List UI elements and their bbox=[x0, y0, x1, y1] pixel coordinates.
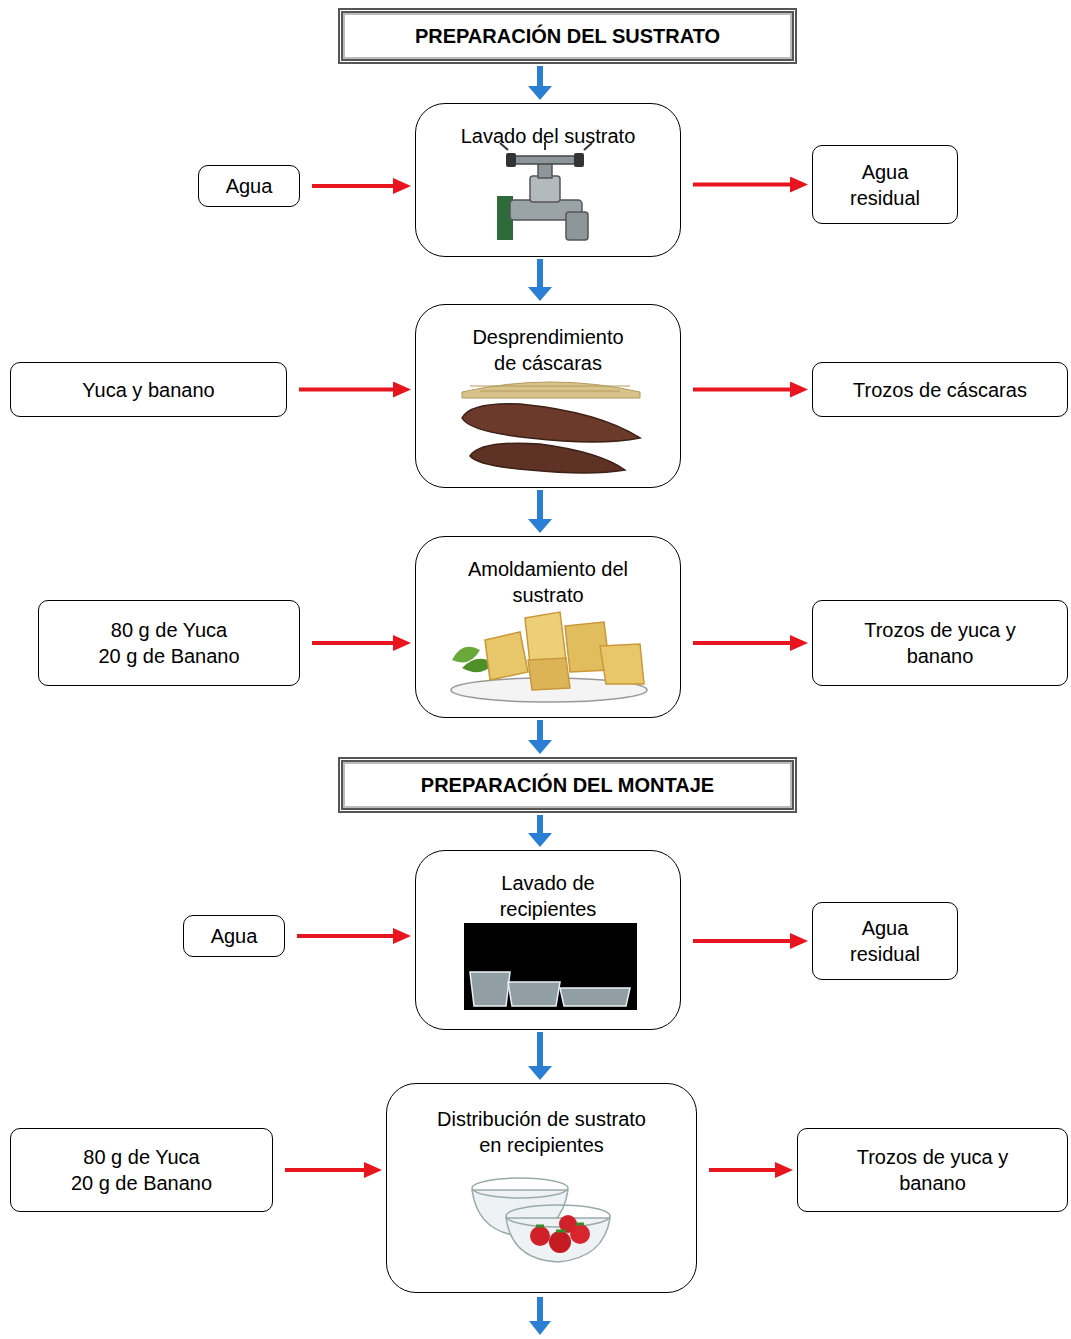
box-label: Lavado del sustrato bbox=[461, 123, 636, 149]
box-label: Yuca y banano bbox=[82, 377, 214, 403]
flow-box: Agua bbox=[198, 165, 300, 207]
section-band: PREPARACIÓN DEL SUSTRATO bbox=[338, 8, 797, 64]
flow-arrow bbox=[709, 1168, 775, 1172]
containers-picture bbox=[464, 923, 637, 1010]
flow-arrow bbox=[312, 641, 393, 645]
flow-box: Agua bbox=[183, 915, 285, 957]
plate-picture-part bbox=[528, 658, 570, 690]
flow-arrow bbox=[693, 939, 790, 943]
containers-picture-part bbox=[464, 923, 637, 1010]
flow-box: Trozos de yuca y banano bbox=[797, 1128, 1068, 1212]
bowls-picture-part bbox=[506, 1205, 610, 1227]
flow-box: 80 g de Yuca 20 g de Banano bbox=[38, 600, 300, 686]
exit-arrow-part bbox=[537, 1297, 543, 1321]
box-label: Trozos de cáscaras bbox=[853, 377, 1027, 403]
flow-box: Trozos de cáscaras bbox=[812, 362, 1068, 417]
flow-arrow bbox=[537, 720, 543, 740]
flow-box: Yuca y banano bbox=[10, 362, 287, 417]
containers-picture-part bbox=[560, 988, 630, 1006]
flow-box: Trozos de yuca y banano bbox=[812, 600, 1068, 686]
cassava-picture-part bbox=[462, 404, 640, 442]
flow-arrow bbox=[537, 66, 543, 86]
section-title: PREPARACIÓN DEL MONTAJE bbox=[421, 772, 714, 798]
flow-arrow bbox=[285, 1168, 364, 1172]
flow-arrow bbox=[693, 388, 790, 392]
section-title: PREPARACIÓN DEL SUSTRATO bbox=[415, 23, 720, 49]
flow-box: Agua residual bbox=[812, 902, 958, 980]
box-label: Trozos de yuca y banano bbox=[848, 1144, 1018, 1196]
faucet-icon-part bbox=[566, 212, 588, 240]
section-band: PREPARACIÓN DEL MONTAJE bbox=[338, 757, 797, 813]
flow-arrow bbox=[537, 259, 543, 287]
plate-picture-part bbox=[525, 612, 566, 664]
process-box: Amoldamiento del sustrato bbox=[415, 536, 681, 718]
plate-picture bbox=[451, 612, 647, 702]
process-box: Desprendimiento de cáscaras bbox=[415, 304, 681, 488]
box-label: Agua bbox=[226, 173, 273, 199]
bowls-picture-part bbox=[549, 1231, 571, 1253]
faucet-icon-part bbox=[512, 156, 578, 164]
box-label: Agua residual bbox=[835, 159, 935, 211]
flow-arrow bbox=[537, 1032, 543, 1066]
flow-arrow bbox=[693, 183, 790, 187]
box-label: Lavado de recipientes bbox=[458, 870, 638, 922]
faucet-icon bbox=[497, 142, 592, 240]
faucet-icon-part bbox=[506, 153, 516, 167]
containers-picture-part bbox=[470, 972, 510, 1006]
box-label: Agua residual bbox=[835, 915, 935, 967]
box-label: Desprendimiento de cáscaras bbox=[463, 324, 633, 376]
bowls-picture-part bbox=[472, 1178, 568, 1198]
flow-arrow bbox=[299, 388, 393, 392]
plate-picture-part bbox=[485, 632, 528, 680]
process-box: Lavado del sustrato bbox=[415, 103, 681, 257]
flow-arrow bbox=[537, 490, 543, 519]
cassava-picture-part bbox=[470, 386, 630, 391]
box-label: Trozos de yuca y banano bbox=[855, 617, 1025, 669]
exit-arrow bbox=[529, 1297, 551, 1335]
containers-picture-part bbox=[508, 982, 560, 1006]
flow-arrow bbox=[693, 641, 790, 645]
process-box: Lavado de recipientes bbox=[415, 850, 681, 1030]
bowls-picture-part bbox=[536, 1224, 584, 1231]
exit-arrow-part bbox=[529, 1321, 551, 1335]
bowls-picture bbox=[472, 1178, 610, 1262]
box-label: Agua bbox=[211, 923, 258, 949]
box-label: 80 g de Yuca 20 g de Banano bbox=[70, 1144, 214, 1196]
flow-arrow bbox=[537, 815, 543, 833]
faucet-icon-part bbox=[530, 176, 560, 202]
flow-box: 80 g de Yuca 20 g de Banano bbox=[10, 1128, 273, 1212]
process-box: Distribución de sustrato en recipientes bbox=[386, 1083, 697, 1293]
cassava-picture-part bbox=[462, 382, 640, 398]
plate-picture-part bbox=[600, 644, 644, 684]
box-label: 80 g de Yuca 20 g de Banano bbox=[97, 617, 241, 669]
faucet-icon-part bbox=[574, 153, 584, 167]
box-label: Amoldamiento del sustrato bbox=[448, 556, 648, 608]
flow-box: Agua residual bbox=[812, 145, 958, 224]
box-label: Distribución de sustrato en recipientes bbox=[432, 1106, 652, 1158]
flow-arrow bbox=[312, 184, 393, 188]
cassava-picture bbox=[462, 382, 640, 473]
cassava-picture-part bbox=[470, 443, 625, 473]
bowls-picture-part bbox=[530, 1226, 550, 1246]
flow-arrow bbox=[297, 934, 393, 938]
